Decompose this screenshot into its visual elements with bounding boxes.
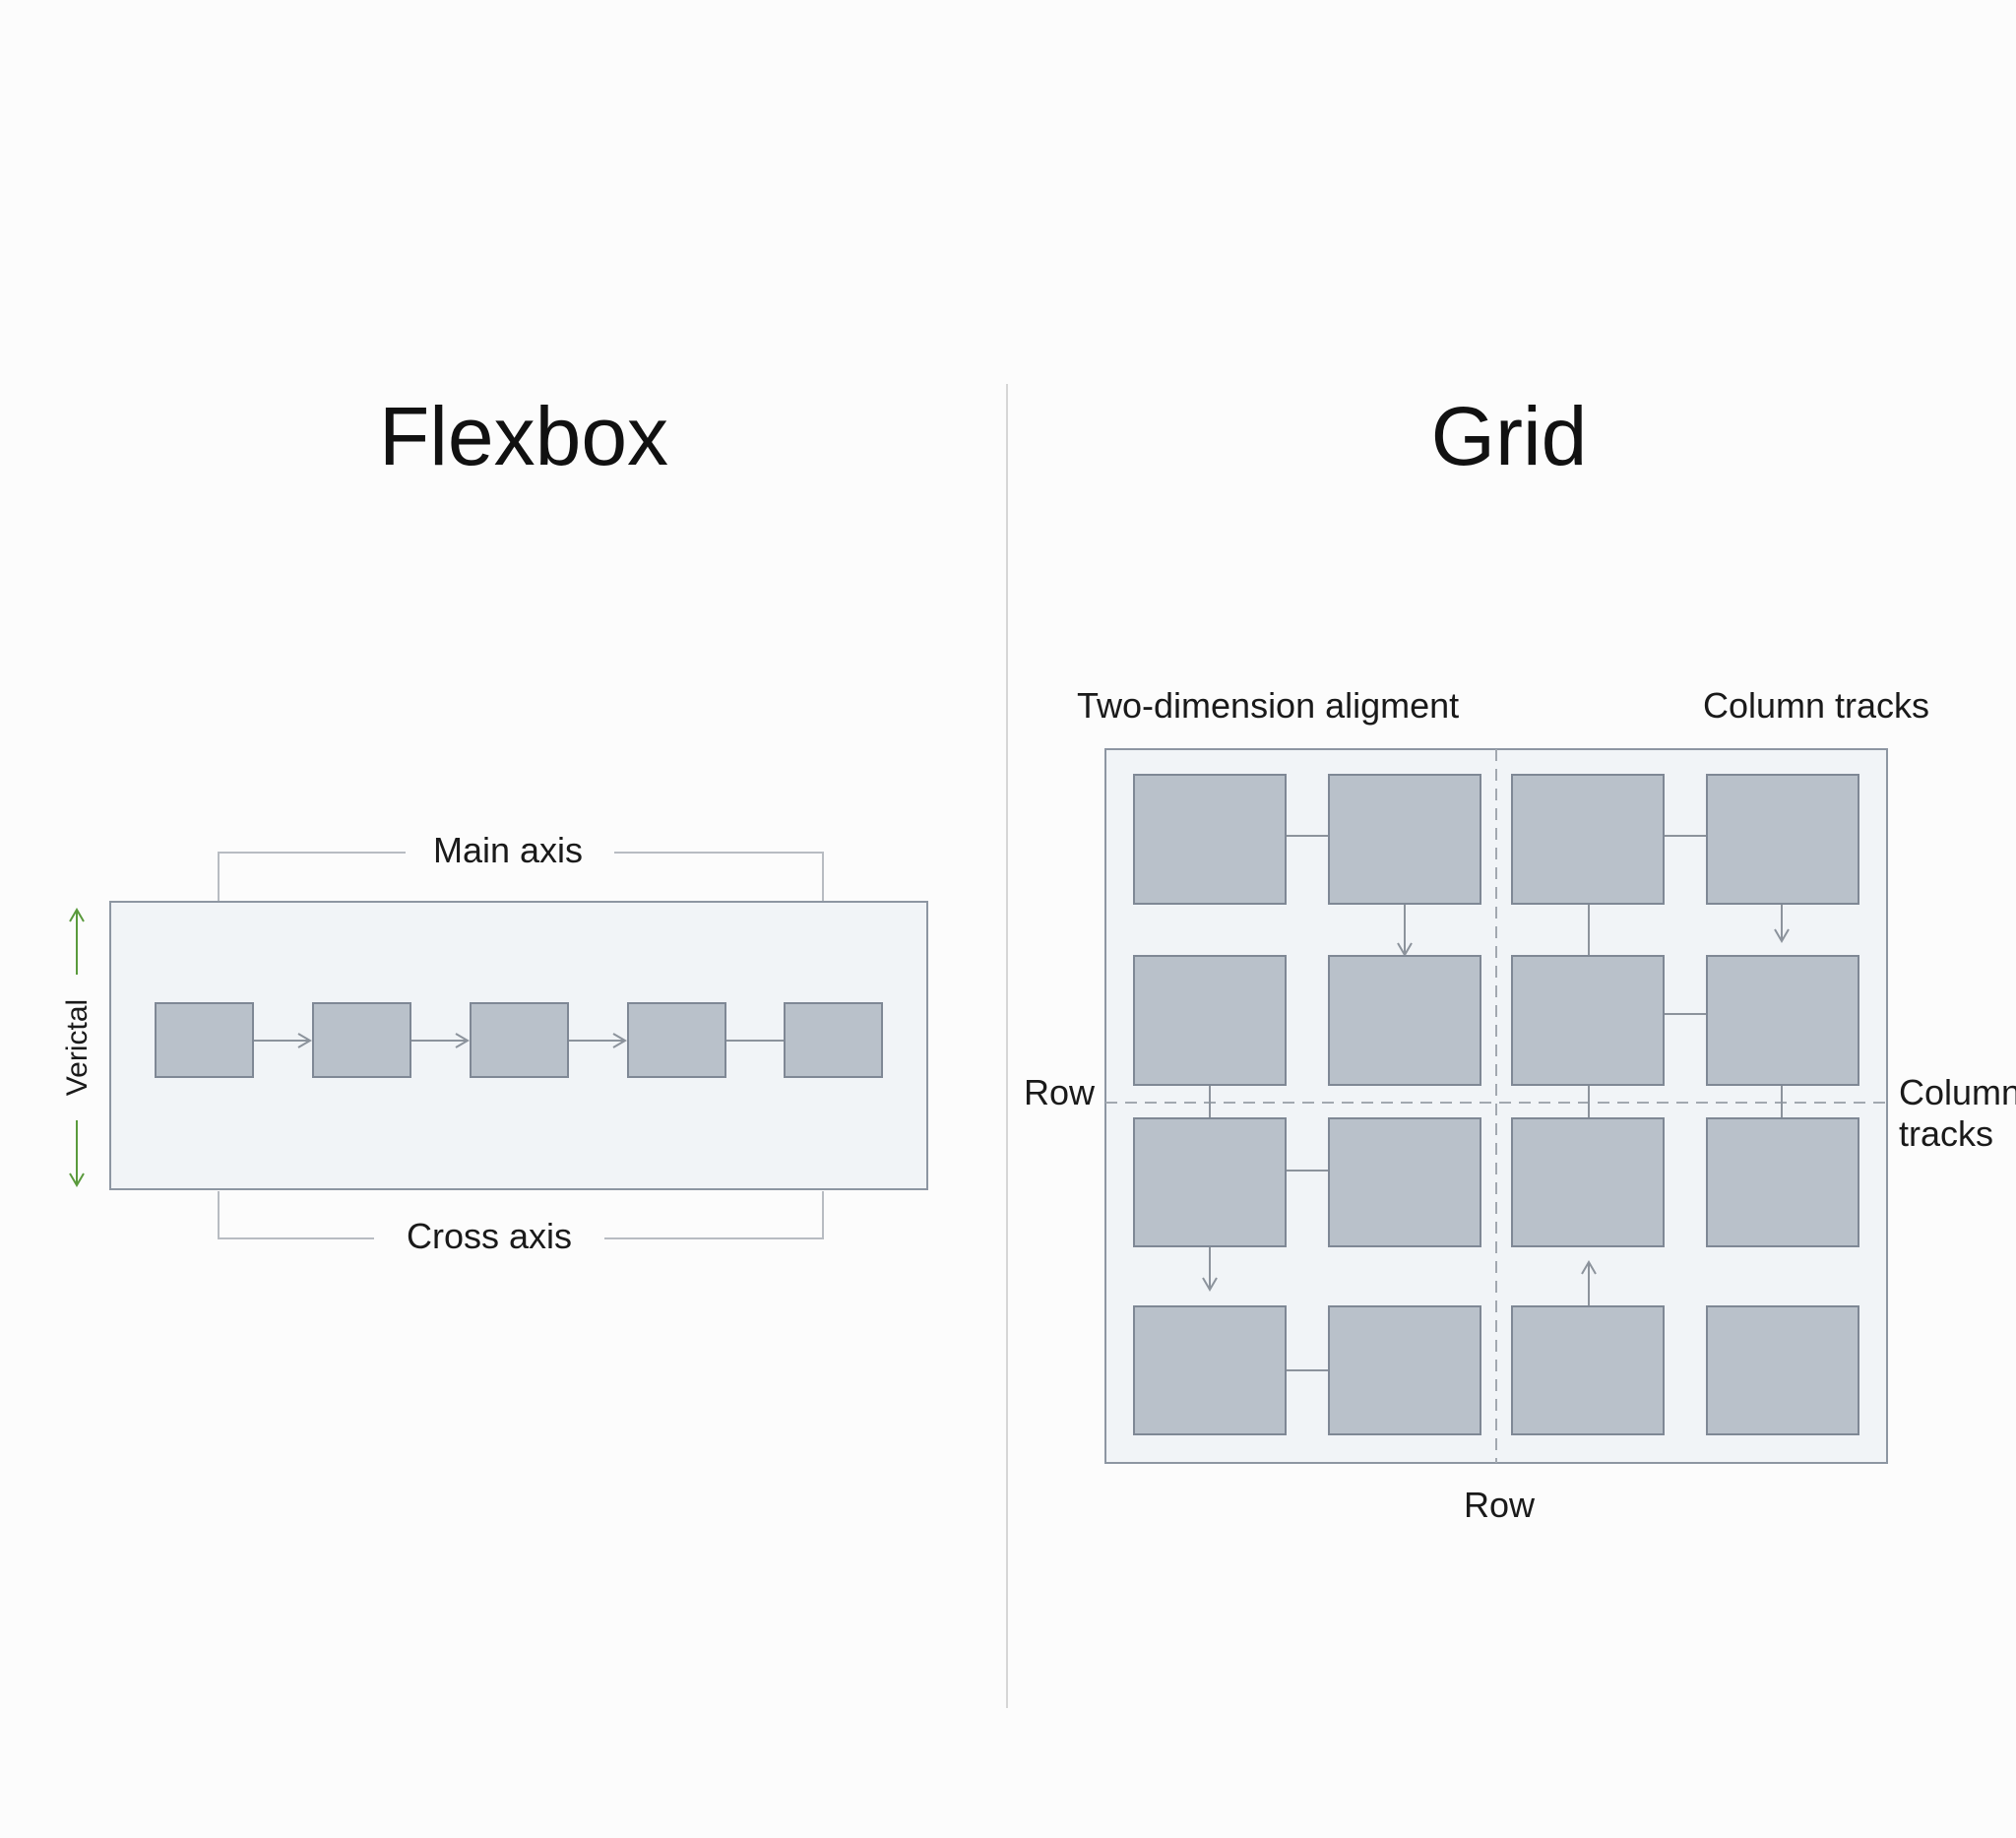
flexbox-title: Flexbox [378,390,669,482]
grid-item-r1-c4 [1706,774,1859,905]
flex-item-5 [784,1002,883,1078]
grid-item-r4-c4 [1706,1305,1859,1435]
main-axis-bracket [218,852,824,902]
grid-item-r2-c3 [1511,955,1665,1086]
main-axis-label: Main axis [432,830,584,870]
flex-item-3 [470,1002,569,1078]
cross-axis-label: Cross axis [406,1216,573,1256]
column-tracks-right-label-line1: Column [1899,1072,2016,1112]
grid-item-r4-c2 [1328,1305,1481,1435]
grid-item-r2-c1 [1133,955,1287,1086]
grid-item-r1-c1 [1133,774,1287,905]
row-left-label: Row [1023,1072,1095,1112]
row-bottom-label: Row [1463,1485,1536,1525]
grid-item-r3-c3 [1511,1117,1665,1247]
grid-title: Grid [1430,390,1588,482]
vertical-axis-label: Verictal [61,998,94,1097]
grid-item-r3-c1 [1133,1117,1287,1247]
column-tracks-top-label: Column tracks [1702,685,1930,726]
grid-item-r2-c2 [1328,955,1481,1086]
grid-item-r3-c2 [1328,1117,1481,1247]
grid-item-r4-c1 [1133,1305,1287,1435]
grid-item-r2-c4 [1706,955,1859,1086]
grid-item-r1-c3 [1511,774,1665,905]
grid-item-r1-c2 [1328,774,1481,905]
grid-item-r4-c3 [1511,1305,1665,1435]
two-dimension-alignment-label: Two-dimension aligment [1077,685,1460,726]
flex-item-2 [312,1002,411,1078]
cross-axis-bracket [218,1191,824,1239]
flex-item-1 [155,1002,254,1078]
grid-item-r3-c4 [1706,1117,1859,1247]
flex-item-4 [627,1002,726,1078]
column-tracks-right-label-line2: tracks [1899,1113,1994,1154]
